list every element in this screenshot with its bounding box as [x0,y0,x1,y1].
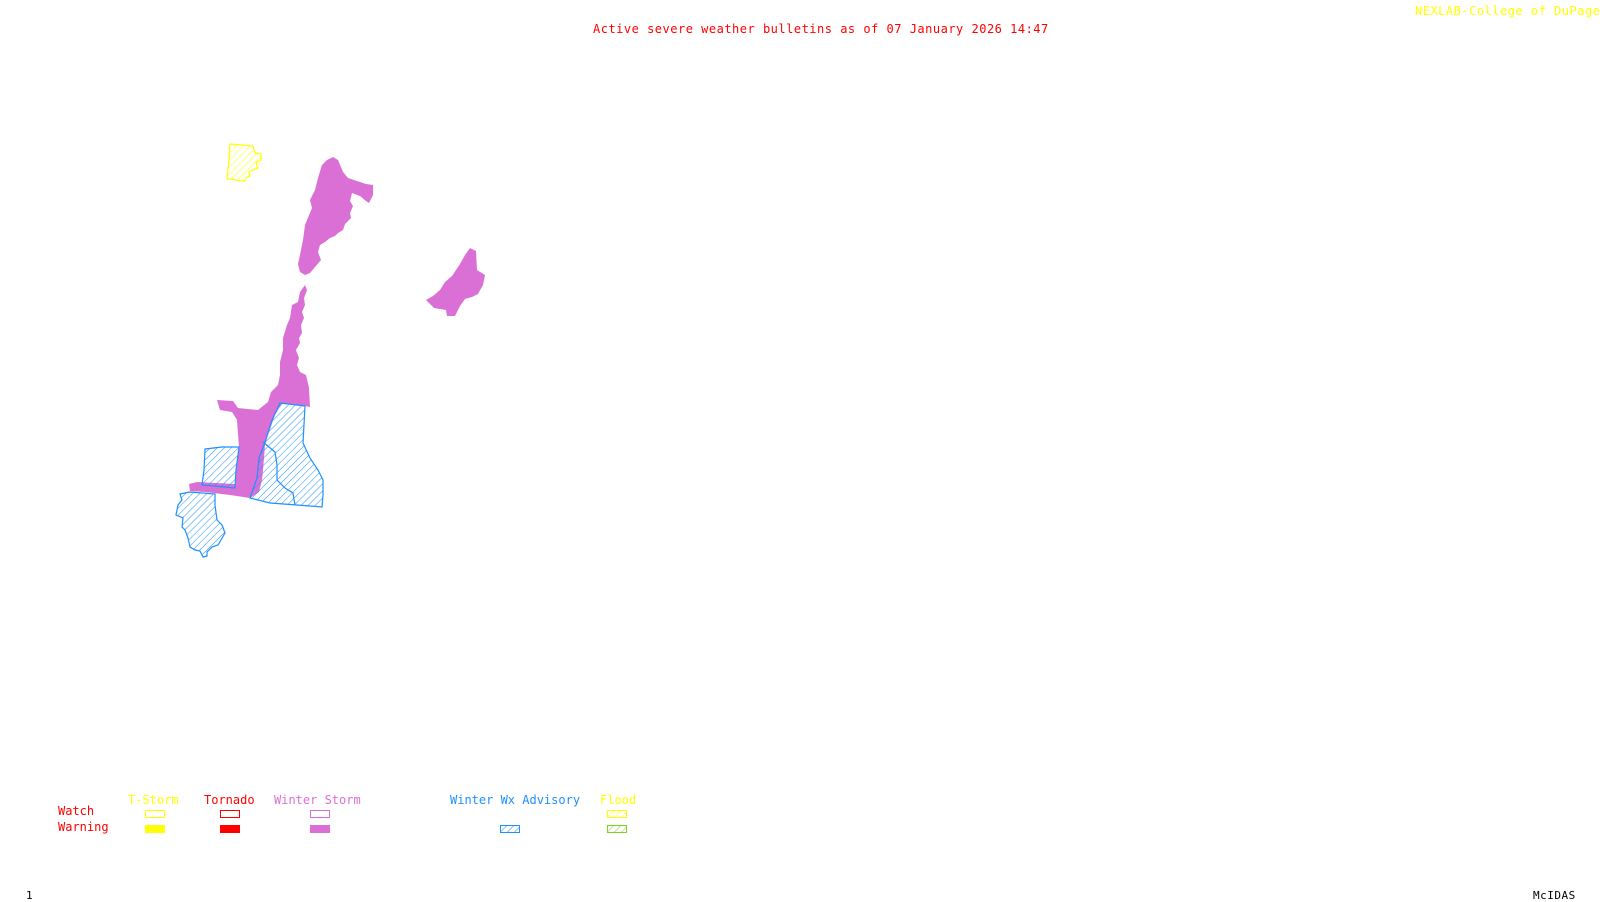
legend-winter-wx-advisory-swatch [500,825,520,833]
winter-wx-advisory-southwest[interactable] [175,491,226,558]
page-title: Active severe weather bulletins as of 07… [593,22,1049,36]
legend-flood-warning-swatch [607,825,627,833]
legend-winter-storm-label: Winter Storm [274,793,361,807]
winter-storm-area-south[interactable] [189,285,310,498]
legend-tstorm-label: T-Storm [128,793,179,807]
software-label: McIDAS [1533,889,1576,902]
legend-winter-storm-warning-swatch [310,825,330,833]
advisory-internal-boundary [262,441,296,506]
legend-tornado-warning-swatch [220,825,240,833]
winter-wx-advisory-east[interactable] [249,402,324,508]
winter-storm-area-north[interactable] [298,157,373,275]
credit-label: NEXLAB-College of DuPage [1415,4,1600,18]
legend-winter-wx-advisory-label: Winter Wx Advisory [450,793,581,807]
tstorm-area[interactable] [226,143,262,182]
winter-storm-area-east[interactable] [426,248,485,316]
legend-tornado-label: Tornado [204,793,255,807]
legend-flood-label: Flood [600,793,637,807]
legend-winter-storm-watch-swatch [310,810,330,818]
legend-flood-watch-swatch [607,810,627,818]
frame-number: 1 [26,889,34,902]
legend-row-watch: Watch [58,804,95,818]
legend-row-warning: Warning [58,820,109,834]
legend-tstorm-watch-swatch [145,810,165,818]
winter-wx-advisory-west[interactable] [201,446,240,489]
legend-tstorm-warning-swatch [145,825,165,833]
legend-tornado-watch-swatch [220,810,240,818]
